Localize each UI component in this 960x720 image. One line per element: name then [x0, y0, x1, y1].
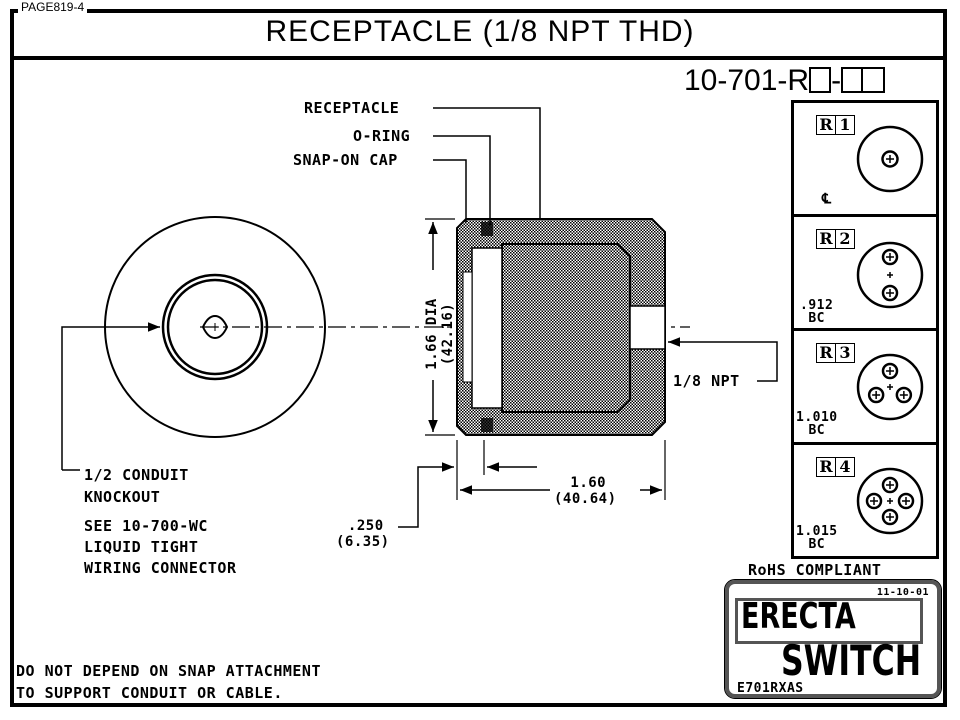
- label-npt: 1/8 NPT: [673, 372, 740, 390]
- bolt-hole: [881, 284, 899, 302]
- see-line-3: WIRING CONNECTOR: [84, 559, 237, 577]
- cap-slot: [462, 271, 473, 383]
- label-o-ring: O-RING: [353, 127, 411, 145]
- hole-center-mark: [899, 391, 908, 399]
- o-ring-top: [481, 222, 493, 236]
- cap-dim-leader: [398, 462, 454, 528]
- drawing-title: RECEPTACLE (1/8 NPT THD): [265, 15, 695, 48]
- bolt-hole: [895, 386, 913, 404]
- knockout-inner-ring: [166, 278, 264, 376]
- cap-dim-label: .250 (6.35): [336, 518, 390, 550]
- bolt-hole: [881, 508, 899, 526]
- part-number: 10-701-R-: [684, 64, 886, 97]
- bolt-hole: [881, 362, 899, 380]
- option-box-2: [841, 67, 864, 93]
- logo-bracket: [735, 598, 923, 644]
- cap-dim-value: .250: [347, 518, 384, 534]
- warning-line-2: TO SUPPORT CONDUIT OR CABLE.: [16, 684, 283, 702]
- bolt-hole: [881, 248, 899, 266]
- page-id: PAGE819-4: [18, 1, 88, 13]
- centerline-symbol: ℄: [822, 191, 831, 207]
- knockout-line-1: 1/2 CONDUIT: [84, 466, 189, 484]
- label-snap-on-cap: SNAP-ON CAP: [293, 151, 398, 169]
- erecta-switch-logo: 11-10-01 ERECTA SWITCH E701RXAS: [724, 579, 942, 699]
- diameter-label: 1.66 DIA (42.16): [424, 279, 456, 389]
- warning-note: DO NOT DEPEND ON SNAP ATTACHMENT TO SUPP…: [16, 660, 321, 704]
- r3-hole-pattern: [856, 353, 924, 421]
- diameter-value: 1.66 DIA: [424, 298, 440, 370]
- pattern-center-mark: [887, 384, 893, 390]
- see-note: SEE 10-700-WC LIQUID TIGHT WIRING CONNEC…: [84, 516, 237, 579]
- npt-hole: [629, 305, 666, 350]
- warning-line-1: DO NOT DEPEND ON SNAP ATTACHMENT: [16, 662, 321, 680]
- logo-erecta: ERECTA: [741, 596, 856, 637]
- bolt-hole: [867, 386, 885, 404]
- o-ring-leader: [433, 135, 491, 225]
- hole-center-mark: [902, 497, 910, 505]
- hole-center-mark: [872, 391, 881, 399]
- hole-center-mark: [886, 253, 894, 261]
- label-receptacle: RECEPTACLE: [304, 99, 400, 117]
- option-box-3: [863, 67, 886, 93]
- snap-cap-recess: [471, 247, 503, 409]
- bolt-hole: [897, 492, 915, 510]
- section-view: [456, 218, 666, 436]
- option-box-1: [809, 67, 832, 93]
- bolt-hole: [865, 492, 883, 510]
- r4-hole-pattern: [856, 467, 924, 535]
- hole-center-mark: [886, 513, 894, 521]
- cap-dim-mm: (6.35): [336, 534, 390, 550]
- length-value: 1.60: [570, 475, 607, 491]
- r2-hole-pattern: [856, 241, 924, 309]
- drawing-date: 11-10-01: [876, 587, 929, 598]
- see-line-2: LIQUID TIGHT: [84, 538, 199, 556]
- receptacle-leader: [433, 107, 541, 219]
- snap-cap-leader: [433, 159, 467, 222]
- drawing-code: E701RXAS: [737, 681, 804, 696]
- knockout-line-2: KNOCKOUT: [84, 488, 161, 506]
- drawing-frame: [10, 9, 947, 707]
- part-number-prefix: 10-701-R: [684, 64, 810, 97]
- rohs-compliant-label: RoHS COMPLIANT: [748, 561, 882, 579]
- receptacle-body: [456, 218, 666, 436]
- pattern-center-mark: [887, 272, 893, 278]
- title-bar: [10, 9, 947, 60]
- o-ring-bottom: [481, 418, 493, 432]
- knockout-note: 1/2 CONDUIT KNOCKOUT: [84, 464, 189, 508]
- logo-switch: SWITCH: [781, 636, 922, 685]
- knockout-leader: [61, 322, 160, 470]
- npt-leader: [668, 337, 778, 382]
- hole-center-mark: [886, 289, 894, 297]
- see-line-1: SEE 10-700-WC: [84, 517, 208, 535]
- part-number-separator: -: [831, 64, 842, 97]
- r1-hole-pattern: [856, 125, 924, 193]
- pattern-center-mark: [887, 498, 893, 504]
- length-label: 1.60 (40.64): [554, 475, 617, 507]
- diameter-mm: (42.16): [440, 302, 456, 366]
- hole-center-mark: [870, 497, 878, 505]
- hole-center-mark: [886, 367, 894, 375]
- bolt-hole: [881, 476, 899, 494]
- hole-center-mark: [886, 481, 894, 489]
- length-mm: (40.64): [554, 491, 617, 507]
